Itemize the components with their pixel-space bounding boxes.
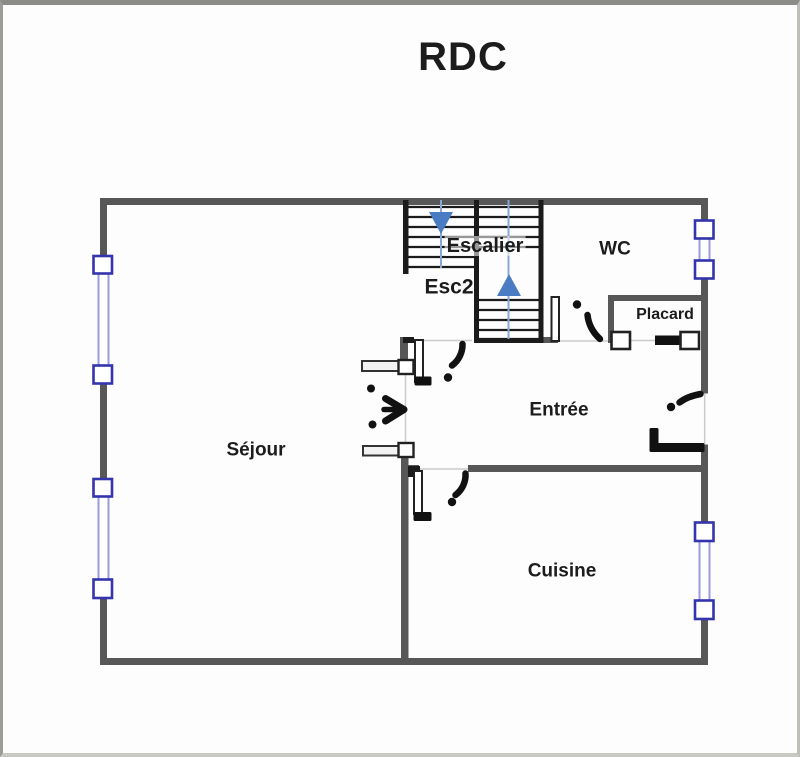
room-label-sejour: Séjour (226, 439, 286, 461)
interior-walls (400, 295, 708, 665)
passage-leaf-upper (361, 360, 404, 372)
wall-sejour-cuisine (401, 450, 409, 665)
room-label-entree: Entrée (529, 399, 589, 421)
door-leaf (413, 470, 423, 515)
door-leaf (550, 296, 560, 342)
door-leaf-foot (414, 376, 432, 386)
stair-wall-right (538, 200, 544, 343)
passage-swing-icon (382, 395, 408, 425)
window-jamb (693, 599, 715, 621)
window-jamb (693, 259, 715, 280)
window-right-wc (693, 219, 715, 280)
stair-arrow-up-icon (497, 274, 521, 296)
door-entrance (649, 390, 705, 452)
door-swing-dot (443, 373, 453, 382)
passage-post-lower (397, 441, 415, 459)
door-leaf (414, 339, 424, 383)
window-jamb (693, 219, 715, 240)
stair-wall-middle (474, 200, 479, 343)
wall-stub-stairs (400, 337, 408, 363)
room-label-wc: WC (599, 238, 631, 260)
room-label-placard: Placard (636, 306, 694, 323)
door-swing-dot (666, 402, 676, 412)
stair-arrow-down-icon (429, 212, 453, 234)
passage-post-upper (397, 358, 415, 376)
door-placard-sliding (610, 330, 701, 351)
door-leaf (649, 443, 705, 452)
door-swing-dot (572, 300, 582, 309)
door-swing-arc (448, 340, 466, 369)
window-jamb (92, 254, 114, 275)
window-jamb (92, 477, 114, 498)
room-label-cuisine: Cuisine (527, 560, 597, 582)
wall-placard-top (608, 295, 704, 301)
window-glass (698, 538, 711, 604)
window-right-cuisine (693, 521, 715, 621)
floor-title: RDC (418, 35, 508, 79)
room-label-esc2: Esc2 (424, 275, 474, 299)
passage-swing-dot (367, 384, 375, 393)
passage-sejour (361, 358, 415, 459)
window-left-lower (92, 477, 114, 600)
passage-swing-dot (368, 420, 377, 429)
door-leaf-foot (413, 512, 432, 521)
window-jamb (693, 521, 715, 543)
room-label-escalier: Escalier (444, 235, 526, 257)
door-swing-arc (676, 390, 704, 406)
staircase (403, 200, 544, 343)
door-swing-arc (452, 470, 469, 499)
stair-wall-left (403, 200, 409, 274)
window-glass (698, 236, 711, 264)
door-jamb (403, 337, 414, 343)
window-left-upper (92, 254, 114, 385)
door-swing-dot (447, 497, 457, 507)
wall-left (100, 198, 107, 665)
window-jamb (92, 578, 114, 600)
passage-leaf-lower (362, 445, 404, 457)
window-glass (97, 494, 110, 582)
window-jamb (92, 364, 114, 385)
door-cuisine (408, 466, 469, 521)
sliding-panel (655, 335, 683, 345)
door-post (610, 330, 632, 351)
door-leaf-hook (649, 428, 659, 445)
windows (92, 219, 715, 621)
door-wc (550, 296, 604, 343)
door-swing-arc (584, 311, 604, 343)
window-glass (97, 271, 110, 368)
door-post (679, 330, 701, 351)
wall-placard-left (608, 295, 614, 343)
door-stairs (403, 337, 466, 386)
wall-entree-cuisine (401, 465, 708, 472)
stair-bottom-edge (479, 339, 543, 343)
